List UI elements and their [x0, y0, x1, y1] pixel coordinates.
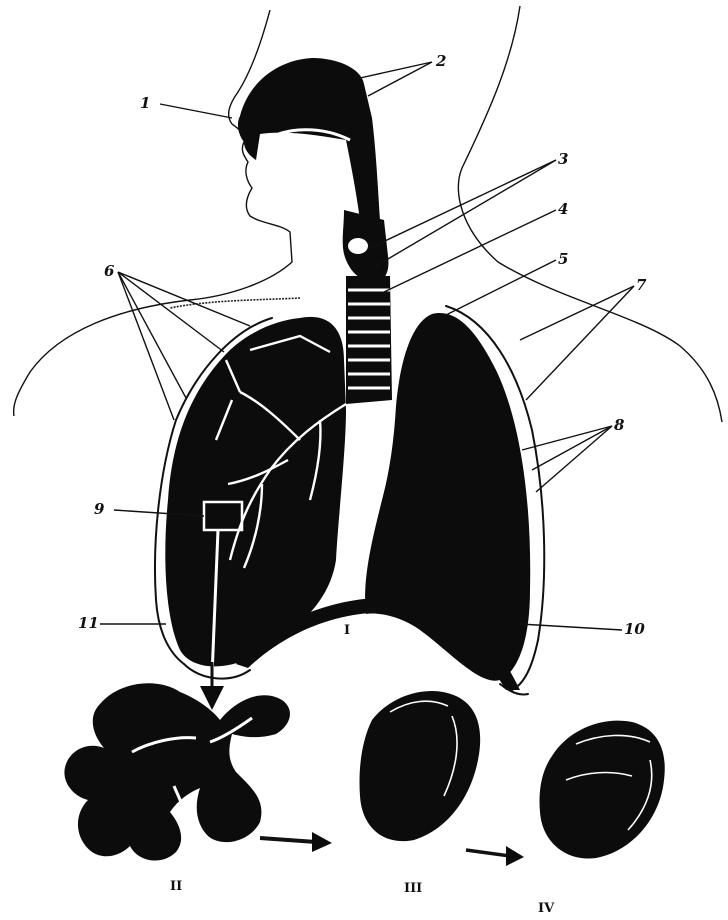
label-7: 7: [636, 276, 647, 294]
label-6: 6: [104, 262, 115, 280]
label-8: 8: [614, 416, 625, 434]
nasal-cavity: [238, 58, 380, 220]
label-9: 9: [94, 500, 105, 518]
trachea: [346, 276, 392, 404]
neck-back-outline: [458, 6, 722, 422]
arrow-ii-to-iii: [260, 832, 332, 852]
stage-label-3: III: [404, 881, 422, 896]
stage-label-4: IV: [538, 901, 555, 916]
stage-label-1: I: [344, 623, 350, 638]
arrow-iii-to-iv: [466, 846, 524, 866]
stage-label-2: II: [170, 879, 182, 894]
alveoli-cluster: [64, 683, 290, 860]
label-1: 1: [140, 94, 150, 112]
label-3: 3: [558, 150, 568, 168]
label-2: 2: [435, 52, 446, 70]
label-4: 4: [558, 200, 568, 218]
label-11: 11: [78, 614, 99, 632]
alveolus-stage-4: [540, 721, 665, 859]
larynx-cartilage: [348, 238, 368, 254]
label-5: 5: [558, 250, 568, 268]
label-10: 10: [624, 620, 645, 638]
alveolus-stage-3: [360, 691, 481, 841]
